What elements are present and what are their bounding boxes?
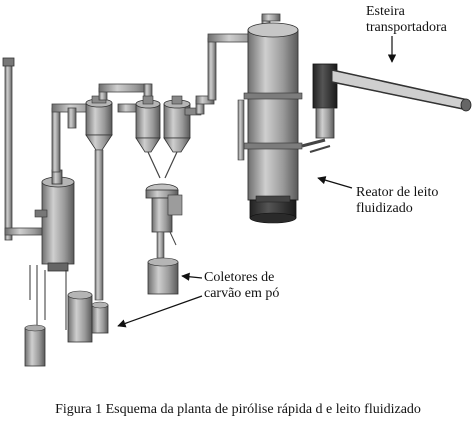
- label-reactor-line2: fluidizado: [356, 201, 413, 216]
- label-collectors-line2: carvão em pó: [204, 286, 280, 301]
- cyclone-twin-2: [163, 95, 202, 153]
- pipe-to-twin-cyclones: [98, 83, 153, 113]
- collector-short: [91, 301, 109, 334]
- center-collector: [147, 257, 179, 295]
- cyclone-left: [85, 95, 113, 301]
- label-reactor: Reator de leito fluidizado: [356, 185, 438, 217]
- cyclone-twin-1: [135, 95, 161, 153]
- fluidized-bed-reactor: [237, 22, 303, 224]
- conveyor-belt: [331, 69, 472, 112]
- arrow-coletores-1: [181, 272, 203, 281]
- label-conveyor: Esteira transportadora: [366, 4, 447, 36]
- label-conveyor-line2: transportadora: [366, 20, 447, 35]
- twin-cyclone-outlets: [147, 151, 178, 179]
- left-pipe-network: [51, 103, 105, 173]
- label-collectors-line1: Coletores de: [204, 270, 275, 285]
- label-collectors: Coletores de carvão em pó: [204, 270, 279, 302]
- center-separator: [145, 183, 183, 259]
- collector-tall: [67, 290, 93, 343]
- label-reactor-line1: Reator de leito: [356, 185, 439, 200]
- arrow-reator: [317, 176, 353, 189]
- left-column-lines: [29, 265, 67, 330]
- left-collector: [24, 324, 46, 367]
- left-column: [34, 169, 75, 272]
- figure-caption: Figura 1 Esquema da planta de pirólise r…: [55, 402, 421, 417]
- arrow-coletores-2: [117, 295, 203, 328]
- label-conveyor-line1: Esteira: [366, 4, 405, 19]
